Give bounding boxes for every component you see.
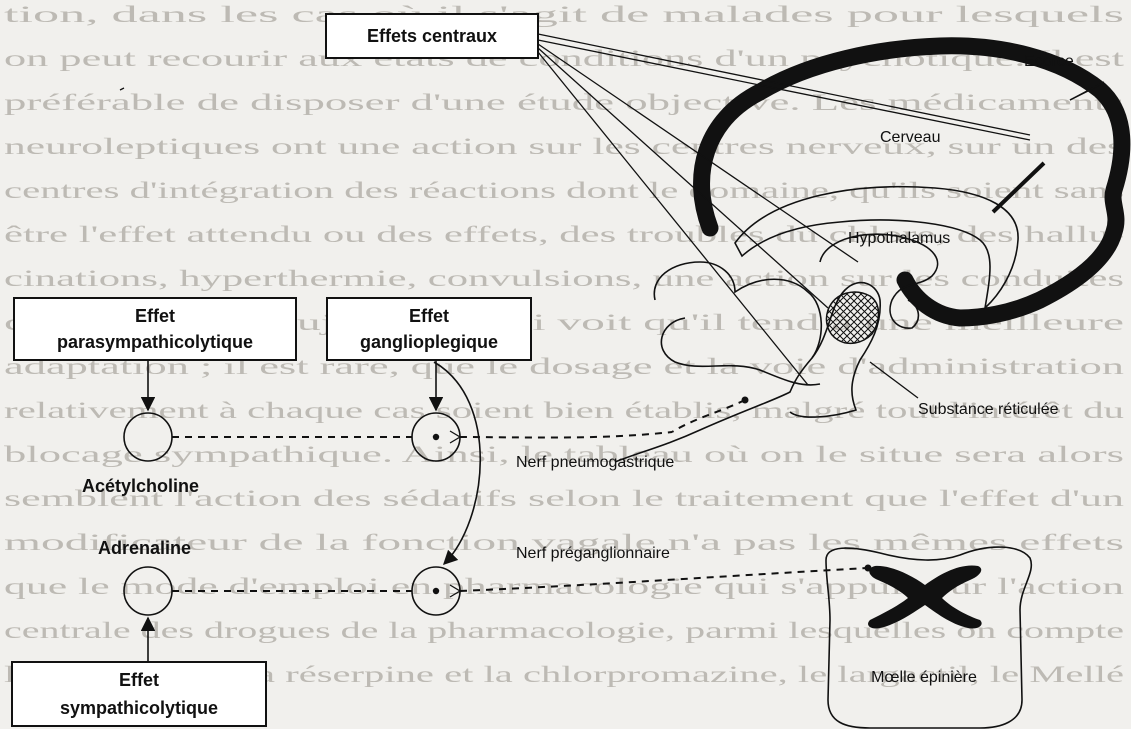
label-acetylcholine: Acétylcholine xyxy=(82,476,199,496)
box-parasympathicolytique-line1: Effet xyxy=(135,306,175,326)
reticular-formation xyxy=(826,292,878,343)
background-text-line: être l'effet attendu ou des effets, des … xyxy=(4,222,1124,247)
label-substance-reticulee: Substance réticulée xyxy=(918,401,1059,418)
box-effets-centraux: Effets centraux xyxy=(326,14,538,58)
label-nerf-preganglionnaire: Nerf préganglionnaire xyxy=(516,545,670,562)
box-sympathicolytique-line2: sympathicolytique xyxy=(60,698,218,718)
label-moelle-epiniere: Mœlle épinière xyxy=(871,669,977,686)
background-text-line: cinations, hyperthermie, convulsions, un… xyxy=(4,266,1124,291)
label-cerveau: Cerveau xyxy=(880,129,940,146)
spinal-cord-dot xyxy=(865,565,872,572)
label-hypothalamus: Hypothalamus xyxy=(848,230,950,247)
background-text-line: tion, dans les cas où il s'agit de malad… xyxy=(4,2,1124,27)
box-sympathicolytique: Effet sympathicolytique xyxy=(12,662,266,726)
box-parasympathicolytique-line2: parasympathicolytique xyxy=(57,332,253,352)
box-sympathicolytique-line1: Effet xyxy=(119,670,159,690)
parasympathetic-ganglion-dot xyxy=(433,434,439,440)
box-effets-centraux-label: Effets centraux xyxy=(367,26,497,46)
box-ganglioplegique: Effet ganglioplegique xyxy=(327,298,531,360)
label-ecorce: Ecorce xyxy=(1024,53,1074,70)
box-ganglioplegique-line1: Effet xyxy=(409,306,449,326)
box-parasympathicolytique: Effet parasympathicolytique xyxy=(14,298,296,360)
sympathetic-ganglion-dot xyxy=(433,588,439,594)
box-ganglioplegique-line2: ganglioplegique xyxy=(360,332,498,352)
brainstem-nucleus-dot xyxy=(742,397,749,404)
background-text-line: neuroleptiques ont une action sur les ce… xyxy=(4,134,1124,159)
nerf-pneumogastrique-path xyxy=(460,432,672,438)
label-adrenaline: Adrenaline xyxy=(98,538,191,558)
background-text-line: préférable de disposer d'une étude objec… xyxy=(4,90,1124,115)
label-nerf-pneumogastrique: Nerf pneumogastrique xyxy=(516,454,674,471)
